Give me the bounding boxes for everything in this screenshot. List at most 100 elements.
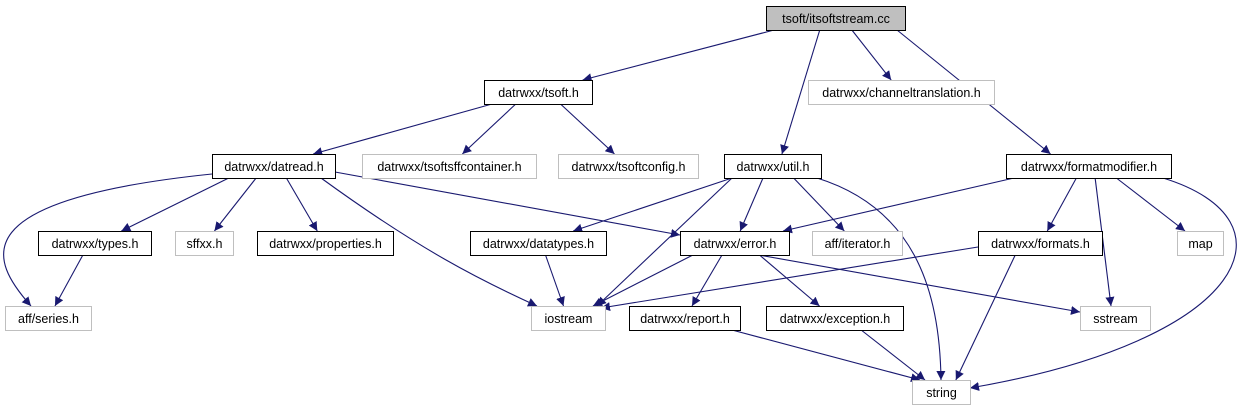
node-box: [808, 80, 995, 105]
edges: [3, 29, 1237, 391]
node-sffxx-h: sffxx.h: [175, 231, 234, 256]
node-label: aff/iterator.h: [825, 237, 891, 251]
node-series-h: aff/series.h: [5, 306, 92, 331]
edge-datread-h-to-series-h: [3, 173, 213, 307]
edge-formatmodifier-h-to-formats-h: [1046, 177, 1077, 232]
node-iostream: iostream: [531, 306, 606, 331]
node-types-h[interactable]: datrwxx/types.h: [38, 231, 152, 256]
node-box: [257, 231, 394, 256]
edge-root-to-tsoft-h: [582, 29, 775, 83]
node-label: datrwxx/formats.h: [991, 237, 1090, 251]
node-label: map: [1188, 237, 1212, 251]
node-label: datrwxx/util.h: [737, 160, 810, 174]
node-box: [212, 154, 336, 179]
node-box: [470, 231, 607, 256]
node-box: [724, 154, 822, 179]
edge-root-to-channeltranslation-h: [851, 29, 892, 81]
node-box: [1177, 231, 1224, 256]
node-box: [558, 154, 699, 179]
node-exception-h[interactable]: datrwxx/exception.h: [766, 306, 904, 331]
edge-util-h-to-datatypes-h: [573, 177, 733, 233]
node-string: string: [912, 380, 971, 405]
edge-formatmodifier-h-to-map: [1116, 177, 1186, 232]
node-formatmodifier-h[interactable]: datrwxx/formatmodifier.h: [1006, 154, 1172, 179]
edge-formatmodifier-h-to-string: [969, 177, 1237, 391]
node-label: datrwxx/formatmodifier.h: [1021, 160, 1157, 174]
nodes: tsoft/itsoftstream.cc datrwxx/tsoft.h datr…: [5, 6, 1224, 405]
node-box: [629, 306, 741, 331]
edge-error-h-to-iostream: [592, 254, 694, 307]
node-box: [766, 6, 906, 31]
node-box: [38, 231, 152, 256]
node-label: datrwxx/report.h: [640, 312, 730, 326]
edge-datread-h-to-iostream: [320, 177, 538, 307]
edge-tsoft-h-to-tsoftconfig-h: [560, 103, 615, 155]
node-box: [362, 154, 537, 179]
edge-datread-h-to-error-h: [334, 171, 681, 238]
edge-datread-h-to-properties-h: [285, 177, 318, 232]
edge-util-h-to-error-h: [739, 177, 764, 232]
edge-util-h-to-iostream: [596, 177, 733, 307]
node-label: sffxx.h: [187, 237, 223, 251]
node-iterator-h: aff/iterator.h: [812, 231, 903, 256]
edge-formatmodifier-h-to-error-h: [782, 177, 1015, 234]
edge-error-h-to-exception-h: [759, 254, 820, 307]
node-label: datrwxx/error.h: [694, 237, 777, 251]
node-box: [812, 231, 903, 256]
node-box: [175, 231, 234, 256]
edge-formatmodifier-h-to-sstream: [1094, 177, 1115, 307]
node-label: datrwxx/datatypes.h: [483, 237, 594, 251]
edge-error-h-to-sstream: [758, 254, 1081, 315]
node-label: datrwxx/types.h: [52, 237, 139, 251]
node-box: [1080, 306, 1151, 331]
edge-report-h-to-string: [731, 329, 921, 383]
node-label: aff/series.h: [18, 312, 79, 326]
edge-types-h-to-series-h: [54, 254, 84, 307]
node-tsoftsffcontainer-h: datrwxx/tsoftsffcontainer.h: [362, 154, 537, 179]
edge-util-h-to-string: [816, 177, 946, 381]
edge-root-to-util-h: [780, 29, 821, 155]
node-map: map: [1177, 231, 1224, 256]
edge-datatypes-h-to-iostream: [544, 254, 565, 307]
node-datatypes-h[interactable]: datrwxx/datatypes.h: [470, 231, 607, 256]
node-tsoft-h[interactable]: datrwxx/tsoft.h: [484, 80, 593, 105]
node-error-h[interactable]: datrwxx/error.h: [680, 231, 790, 256]
node-channeltranslation-h: datrwxx/channeltranslation.h: [808, 80, 995, 105]
node-label: datrwxx/tsoft.h: [498, 86, 579, 100]
node-box: [978, 231, 1103, 256]
node-box: [531, 306, 606, 331]
node-label: datrwxx/exception.h: [780, 312, 891, 326]
node-label: tsoft/itsoftstream.cc: [782, 12, 890, 26]
node-datread-h[interactable]: datrwxx/datread.h: [212, 154, 336, 179]
node-box: [1006, 154, 1172, 179]
edge-formats-h-to-iostream: [600, 246, 979, 312]
node-util-h[interactable]: datrwxx/util.h: [724, 154, 822, 179]
node-tsoftconfig-h: datrwxx/tsoftconfig.h: [558, 154, 699, 179]
node-box: [912, 380, 971, 405]
node-root: tsoft/itsoftstream.cc: [766, 6, 906, 31]
edge-error-h-to-report-h: [691, 254, 723, 307]
node-box: [5, 306, 92, 331]
edge-util-h-to-iterator-h: [793, 177, 845, 232]
edge-datread-h-to-sffxx-h: [213, 177, 257, 232]
node-label: iostream: [545, 312, 593, 326]
node-label: datrwxx/tsoftsffcontainer.h: [377, 160, 521, 174]
node-label: datrwxx/datread.h: [224, 160, 323, 174]
node-label: datrwxx/tsoftconfig.h: [572, 160, 686, 174]
edge-tsoft-h-to-tsoftsffcontainer-h: [461, 103, 517, 155]
node-label: string: [926, 386, 957, 400]
edge-tsoft-h-to-datread-h: [313, 103, 493, 156]
node-box: [766, 306, 904, 331]
node-label: datrwxx/properties.h: [269, 237, 382, 251]
edge-formats-h-to-string: [955, 254, 1016, 381]
node-properties-h[interactable]: datrwxx/properties.h: [257, 231, 394, 256]
node-box: [484, 80, 593, 105]
node-formats-h[interactable]: datrwxx/formats.h: [978, 231, 1103, 256]
edge-datread-h-to-types-h: [121, 177, 229, 232]
node-report-h[interactable]: datrwxx/report.h: [629, 306, 741, 331]
node-sstream: sstream: [1080, 306, 1151, 331]
edge-exception-h-to-string: [860, 329, 926, 381]
node-label: sstream: [1093, 312, 1137, 326]
node-box: [680, 231, 790, 256]
